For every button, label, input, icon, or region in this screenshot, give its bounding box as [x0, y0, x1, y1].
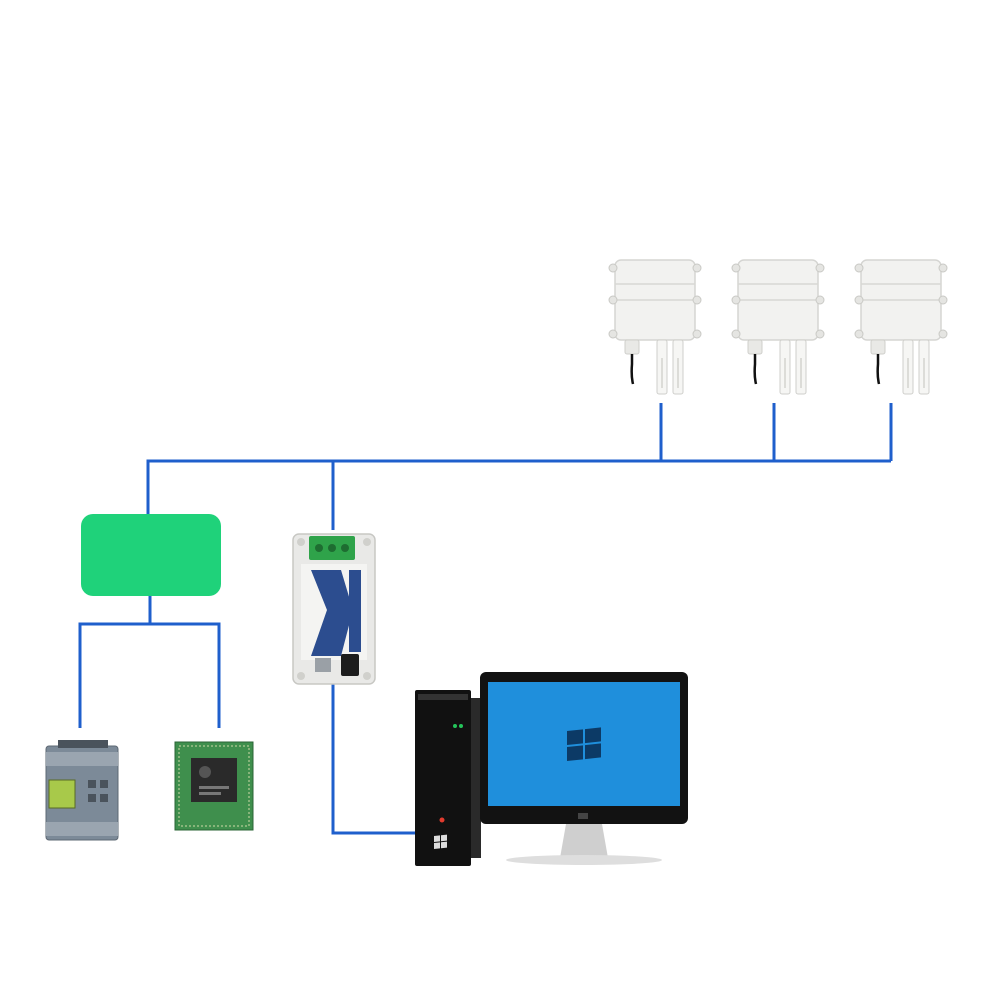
- sensor-1: [608, 259, 702, 395]
- pc-tower: [415, 690, 481, 866]
- usb-rs485-converter-icon: [292, 533, 376, 685]
- main-bus-line: [146, 459, 891, 514]
- sensor-2: [731, 259, 825, 395]
- desktop-computer-icon: [415, 672, 688, 866]
- sensor-transmitter-icon: [608, 259, 702, 395]
- controller-branch-line: [78, 622, 221, 728]
- plc-module-icon: [45, 740, 119, 841]
- converter-to-pc-line: [331, 682, 415, 835]
- bus-wiring: [78, 403, 893, 835]
- sensor-transmitter-icon: [731, 259, 825, 395]
- microcontroller-board-icon: [174, 741, 254, 831]
- monitor: [480, 672, 688, 865]
- sensor-3: [854, 259, 948, 395]
- green-controller-block: [81, 514, 221, 596]
- windows-logo-icon: [567, 727, 601, 761]
- sensor-transmitter-icon: [854, 259, 948, 395]
- windows-logo-icon: [434, 834, 447, 849]
